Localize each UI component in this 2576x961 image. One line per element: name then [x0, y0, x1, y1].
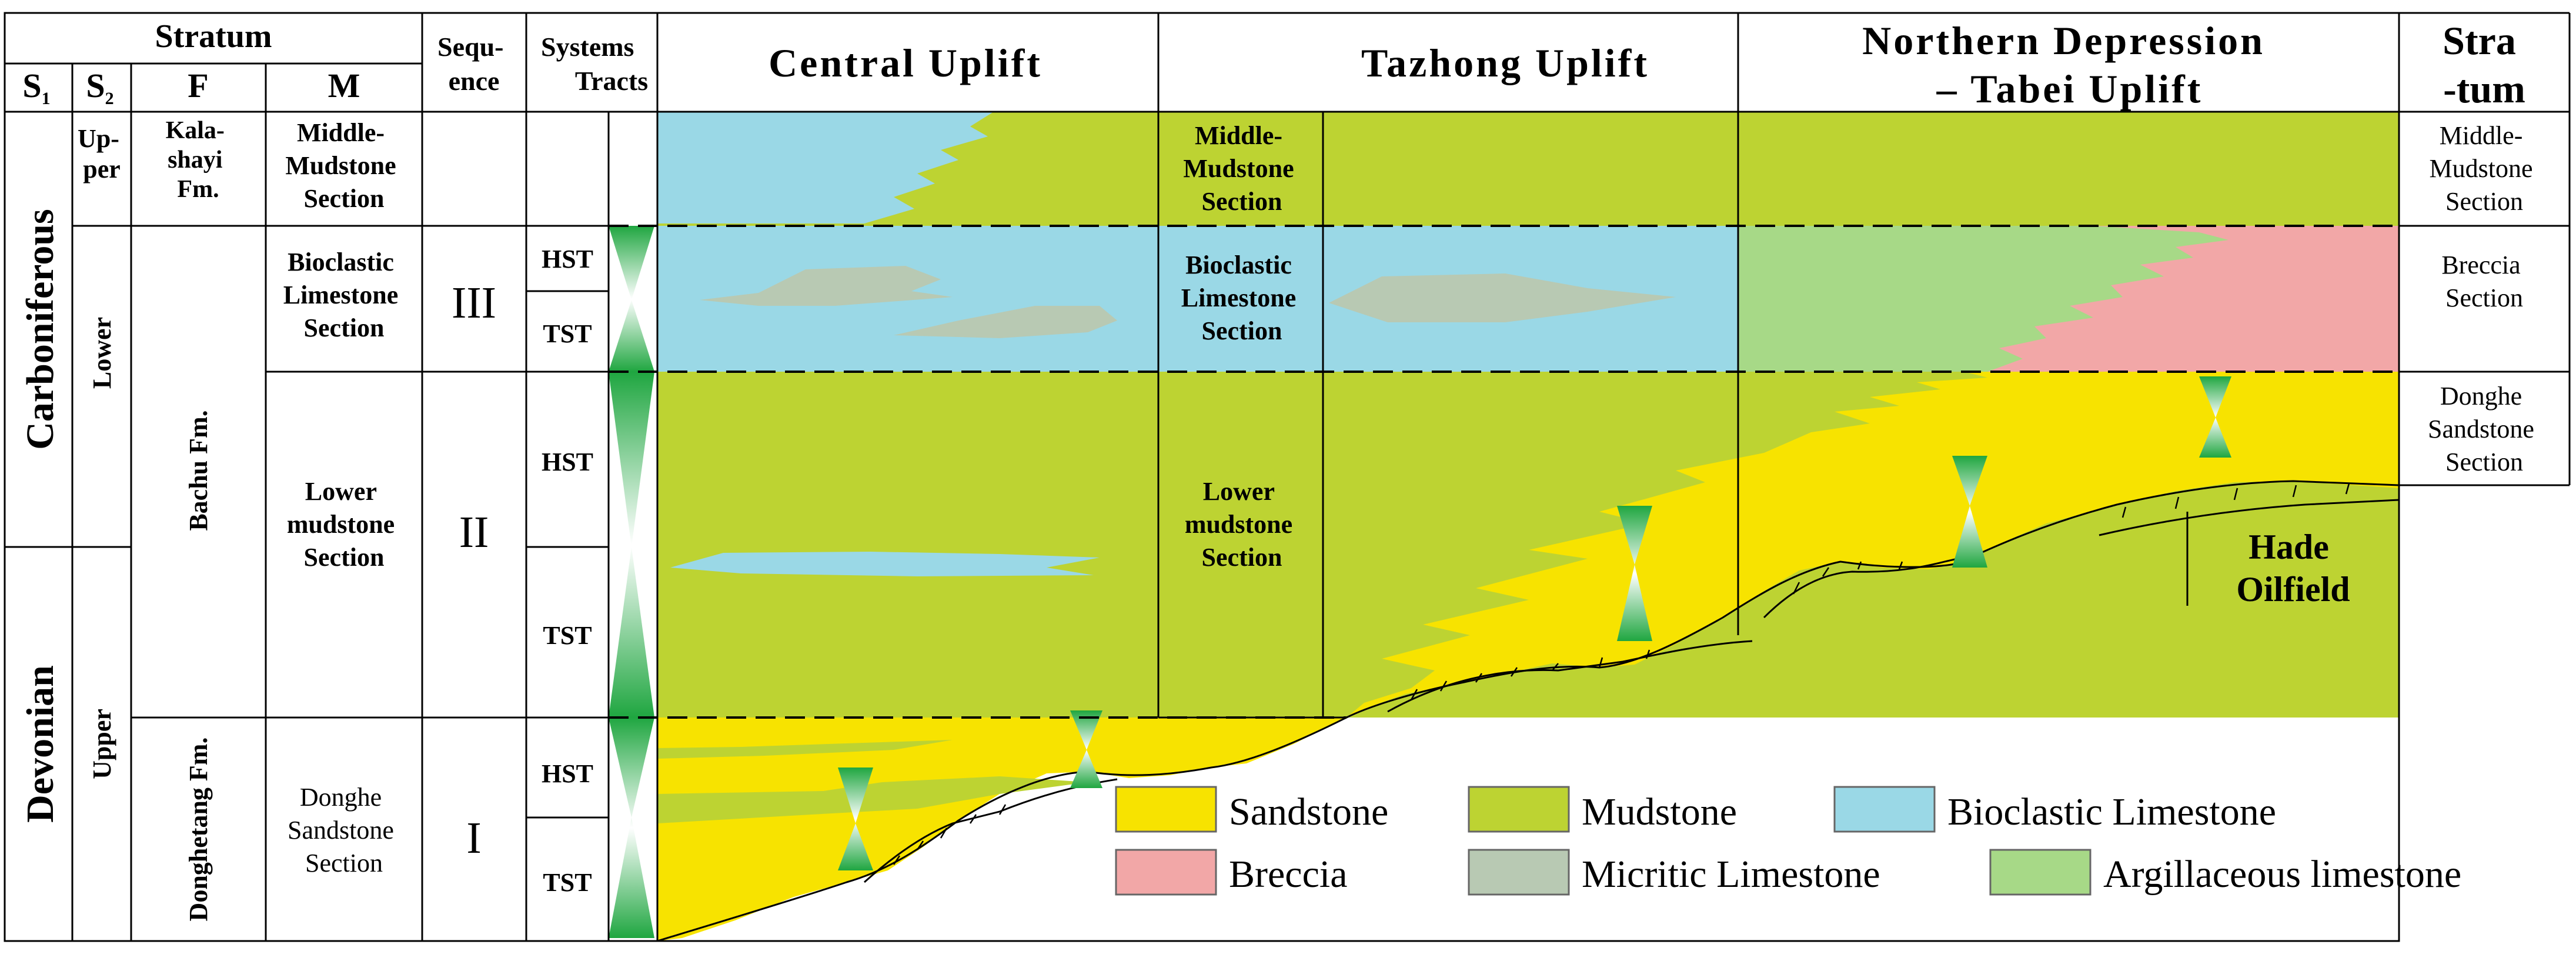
formation-kalashayi: Kala- shayi Fm. — [166, 117, 231, 203]
cycle-symbol-2 — [1070, 710, 1102, 788]
tract-tst-III: TST — [543, 319, 592, 348]
m-header: M — [328, 66, 360, 105]
sequence-III: III — [452, 278, 496, 328]
legend-swatch-mudstone — [1468, 786, 1570, 833]
mudstone-tongue-1 — [657, 776, 1088, 823]
legend-swatch-sandstone — [1115, 786, 1217, 833]
region-tazhong-uplift: Tazhong Uplift — [1361, 41, 1649, 85]
formation-bachu: Bachu Fm. — [184, 410, 213, 530]
tract-tst-I: TST — [543, 868, 592, 897]
hatch-marks — [893, 483, 2350, 865]
right-donghe: Donghe Sandstone Section — [2428, 382, 2541, 476]
sequence-I: I — [466, 813, 481, 863]
region-northern-depression: Northern Depression – Tabei Uplift — [1862, 18, 2277, 111]
systems-tracts-header: Systems Tracts — [541, 32, 648, 96]
tazhong-lower-mudstone-label: Lower mudstone Section — [1185, 477, 1299, 572]
tract-bar-III — [609, 226, 654, 372]
sandstone-fill — [657, 372, 2399, 941]
member-lower-mudstone: Lower mudstone Section — [287, 477, 401, 572]
hade-oilfield-label: Hade Oilfield — [2236, 528, 2350, 609]
systems-tract-bars — [609, 226, 654, 938]
legend: Sandstone Mudstone Bioclastic Limestone … — [1115, 786, 2461, 896]
series-upper-top: Up- per — [78, 124, 126, 183]
cycle-symbol-3 — [1617, 506, 1652, 641]
stratum-column-texts: Carboniferous Devonian Up- per Lower Upp… — [19, 117, 593, 921]
unconformity-lower-line — [863, 499, 2400, 883]
legend-swatch-bioclastic — [1833, 786, 1936, 833]
lithology-panel — [657, 112, 2399, 941]
legend-item-bioclastic: Bioclastic Limestone — [1833, 786, 2276, 833]
legend-item-sandstone: Sandstone — [1115, 786, 1388, 833]
panel-labels: Middle- Mudstone Section Bioclastic Lime… — [1181, 121, 2541, 609]
breccia-fill — [1987, 226, 2399, 372]
cycle-symbol-4 — [1952, 456, 1987, 568]
tract-tst-II: TST — [543, 621, 592, 650]
bioclastic-lens — [670, 552, 1100, 576]
sequence-II: II — [459, 508, 489, 557]
legend-label-breccia: Breccia — [1229, 853, 1348, 896]
tract-hst-I: HST — [542, 759, 593, 788]
tract-bar-I — [609, 718, 654, 938]
system-carboniferous: Carboniferous — [19, 209, 62, 449]
bioclastic-top-left-fill — [657, 112, 994, 223]
legend-label-sandstone: Sandstone — [1229, 790, 1388, 833]
right-breccia: Breccia Section — [2441, 251, 2527, 312]
cycle-symbol-1 — [838, 768, 873, 870]
s1-header: S1 — [22, 66, 50, 108]
tazhong-bioclastic-label: Bioclastic Limestone Section — [1181, 251, 1303, 345]
s2-header: S2 — [86, 66, 113, 108]
formation-donghetang: Donghetang Fm. — [184, 738, 213, 922]
legend-swatch-breccia — [1115, 849, 1217, 896]
legend-item-breccia: Breccia — [1115, 849, 1348, 896]
region-stratum-right: Stra -tum — [2443, 18, 2526, 111]
cycle-symbols — [838, 376, 2231, 870]
legend-item-argillaceous: Argillaceous limestone — [1989, 849, 2461, 896]
right-middle-mudstone: Middle- Mudstone Section — [2430, 121, 2540, 216]
system-devonian: Devonian — [19, 665, 62, 823]
member-middle-mudstone: Middle- Mudstone Section — [285, 118, 402, 213]
tract-hst-III: HST — [542, 245, 593, 273]
legend-label-micritic: Micritic Limestone — [1582, 853, 1880, 896]
table-grid — [4, 12, 2571, 942]
sequence-boundary-lines — [609, 225, 2399, 719]
legend-item-mudstone: Mudstone — [1468, 786, 1737, 833]
legend-label-bioclastic: Bioclastic Limestone — [1947, 790, 2276, 833]
mudstone-tongue-2 — [657, 740, 953, 759]
member-bioclastic: Bioclastic Limestone Section — [283, 248, 405, 342]
stratum-header: Stratum — [155, 18, 272, 55]
sequence-header: Sequ- ence — [437, 32, 510, 96]
legend-label-mudstone: Mudstone — [1582, 790, 1737, 833]
region-central-uplift: Central Uplift — [769, 41, 1043, 85]
tract-bar-II — [609, 372, 654, 718]
tract-hst-II: HST — [542, 448, 593, 476]
series-lower: Lower — [88, 317, 116, 389]
tazhong-middle-mudstone-label: Middle- Mudstone Section — [1183, 121, 1300, 216]
micritic-lens-2 — [894, 306, 1117, 338]
micritic-lens-3 — [1329, 273, 1676, 322]
header-texts: Stratum S1 S2 F M Sequ- ence Systems Tra… — [22, 18, 2525, 111]
series-upper-bottom: Upper — [88, 709, 116, 779]
legend-label-argillaceous: Argillaceous limestone — [2103, 853, 2461, 896]
micritic-lens-1 — [700, 266, 953, 306]
legend-item-micritic: Micritic Limestone — [1468, 849, 1880, 896]
legend-swatch-argillaceous — [1989, 849, 2091, 896]
member-donghe: Donghe Sandstone Section — [288, 783, 400, 877]
cycle-symbol-5 — [2199, 376, 2231, 458]
legend-swatch-micritic — [1468, 849, 1570, 896]
f-header: F — [188, 66, 208, 105]
